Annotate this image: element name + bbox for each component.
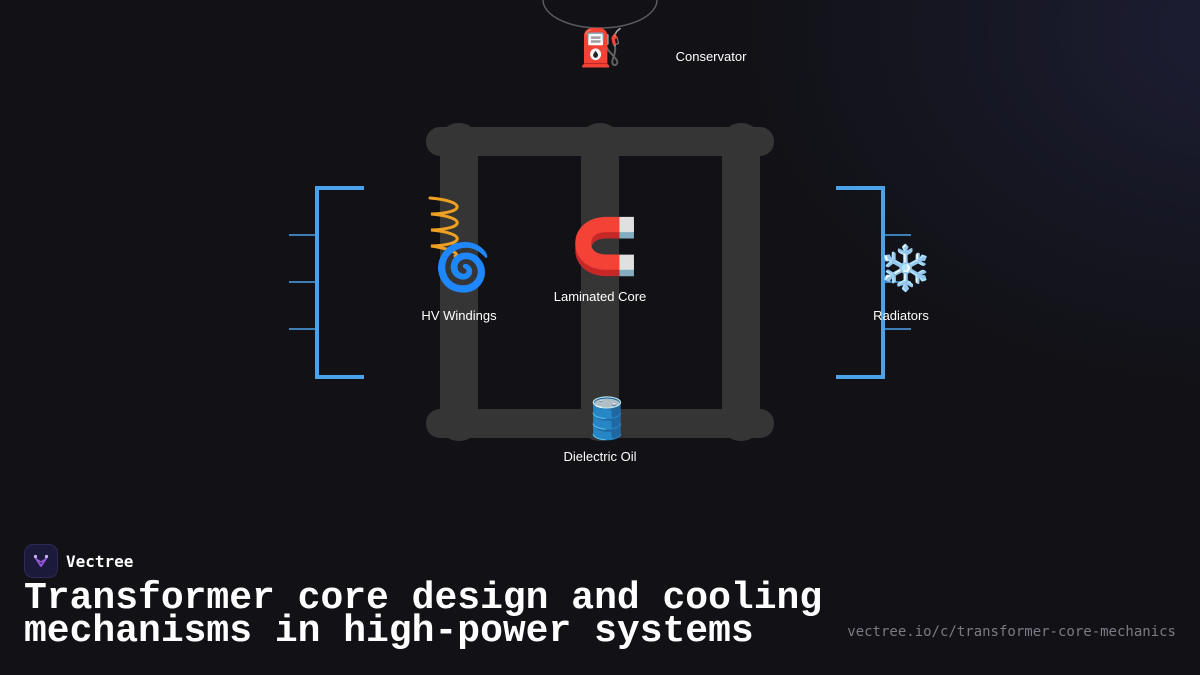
dielectric-oil-label: Dielectric Oil: [563, 449, 637, 464]
brand-name: Vectree: [66, 551, 134, 571]
radiator-right: [836, 186, 911, 379]
oil-drum-icon: 🛢️: [582, 396, 632, 442]
laminated-core-label: Laminated Core: [553, 289, 647, 304]
brand: Vectree: [24, 544, 133, 578]
conservator-tank: [542, 0, 658, 29]
core-frame: [426, 123, 774, 441]
snowflake-icon: ❄️: [878, 243, 933, 294]
radiators-label: Radiators: [873, 308, 929, 323]
vectree-logo-icon: [24, 544, 58, 578]
hv-windings-label: HV Windings: [421, 308, 497, 323]
radiator-right-bracket: [836, 186, 885, 379]
core-center-limb: [581, 123, 619, 441]
radiator-left: [289, 186, 364, 379]
core-right-limb: [722, 123, 760, 441]
radiator-left-bracket: [315, 186, 364, 379]
source-url[interactable]: vectree.io/c/transformer-core-mechanics: [847, 624, 1176, 640]
conservator-label: Conservator: [675, 49, 747, 64]
magnet-icon: 🧲: [571, 215, 639, 278]
page-title: Transformer core design and cooling mech…: [24, 577, 823, 653]
cyclone-icon: 🌀: [434, 240, 492, 294]
fuel-pump-icon: ⛽: [579, 28, 624, 69]
hv-coil-spring: [428, 196, 459, 258]
